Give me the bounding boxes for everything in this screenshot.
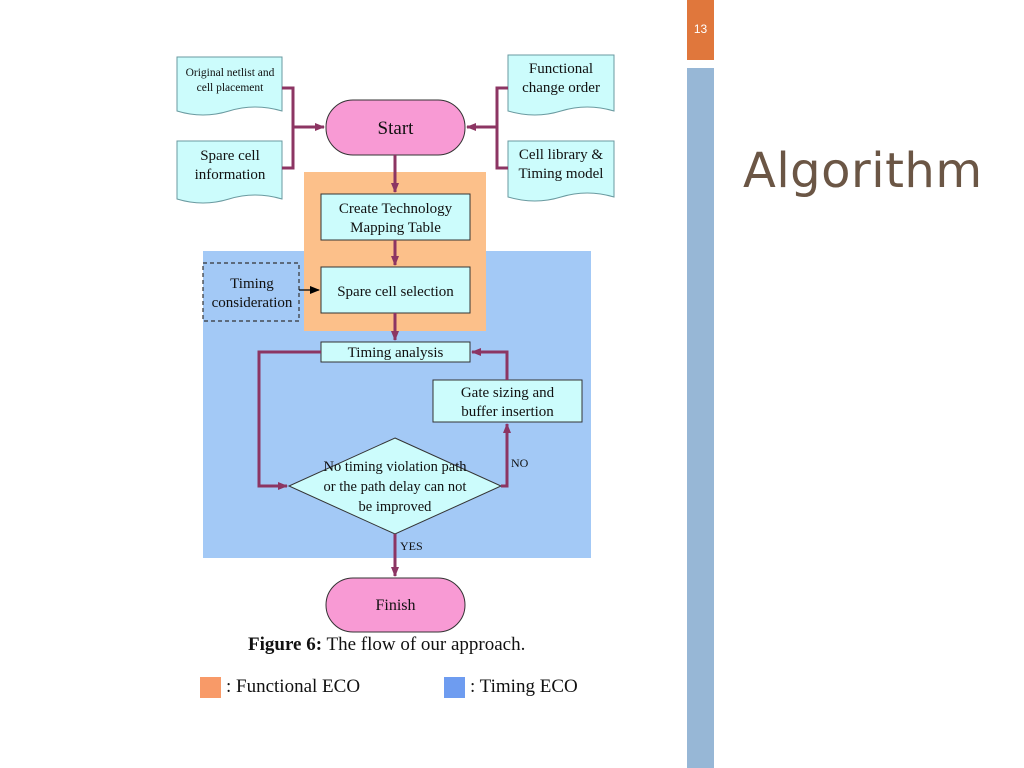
input-cell-library-line2: Timing model [519,166,604,182]
timing-consideration-line1: Timing [230,276,274,292]
gate-sizing-line2: buffer insertion [461,404,554,420]
decision-line3: be improved [359,499,433,515]
timing-consideration-line2: consideration [212,295,293,311]
input-connectors [282,86,508,170]
side-bar [687,68,714,768]
figure-caption-prefix: Figure 6: [248,634,323,655]
input-cell-library-line1: Cell library & [519,147,603,163]
flow-diagram: Original netlist and cell placement Spar… [176,54,615,633]
legend-functional: : Functional ECO [200,676,360,698]
input-spare-info: Spare cell information [176,140,283,204]
flow-arrows [257,155,511,577]
create-mapping-line1: Create Technology [339,201,453,217]
finish-terminal: Finish [325,577,466,633]
start-terminal: Start [325,99,466,156]
input-netlist-line2: cell placement [197,82,265,94]
gate-sizing-line1: Gate sizing and [461,385,555,401]
legend-timing-swatch [444,676,465,698]
yes-label: YES [400,539,423,553]
finish-label: Finish [375,597,415,614]
input-netlist: Original netlist and cell placement [176,56,283,116]
decision-line1: No timing violation path [324,459,468,475]
gate-sizing-box: Gate sizing and buffer insertion [432,379,583,423]
start-label: Start [378,118,415,139]
input-netlist-line1: Original netlist and [186,67,275,79]
create-mapping-line2: Mapping Table [350,220,441,236]
slide-title: Algorithm [743,143,983,199]
input-functional-change-line1: Functional [529,61,593,77]
decision-diamond: No timing violation path or the path del… [287,437,503,535]
no-label: NO [511,456,529,470]
input-spare-info-line2: information [195,167,266,183]
decision-line2: or the path delay can not [324,479,467,495]
spare-selection-box: Spare cell selection [320,266,471,314]
timing-analysis-label: Timing analysis [348,345,444,361]
spare-selection-label: Spare cell selection [337,284,454,300]
input-spare-info-line1: Spare cell [200,148,260,164]
figure-caption: Figure 6: The flow of our approach. [248,634,525,656]
legend-timing: : Timing ECO [444,676,578,698]
legend-timing-label: : Timing ECO [470,676,578,697]
legend-functional-swatch [200,676,221,698]
create-mapping-box: Create Technology Mapping Table [320,193,471,241]
slide-number: 13 [687,0,714,60]
figure-caption-text: The flow of our approach. [322,634,526,655]
timing-consideration-box: Timing consideration [202,262,300,322]
input-cell-library: Cell library & Timing model [507,140,615,202]
input-functional-change-line2: change order [522,80,600,96]
legend-functional-label: : Functional ECO [226,676,361,697]
input-functional-change: Functional change order [507,54,615,116]
timing-analysis-box: Timing analysis [320,341,471,363]
